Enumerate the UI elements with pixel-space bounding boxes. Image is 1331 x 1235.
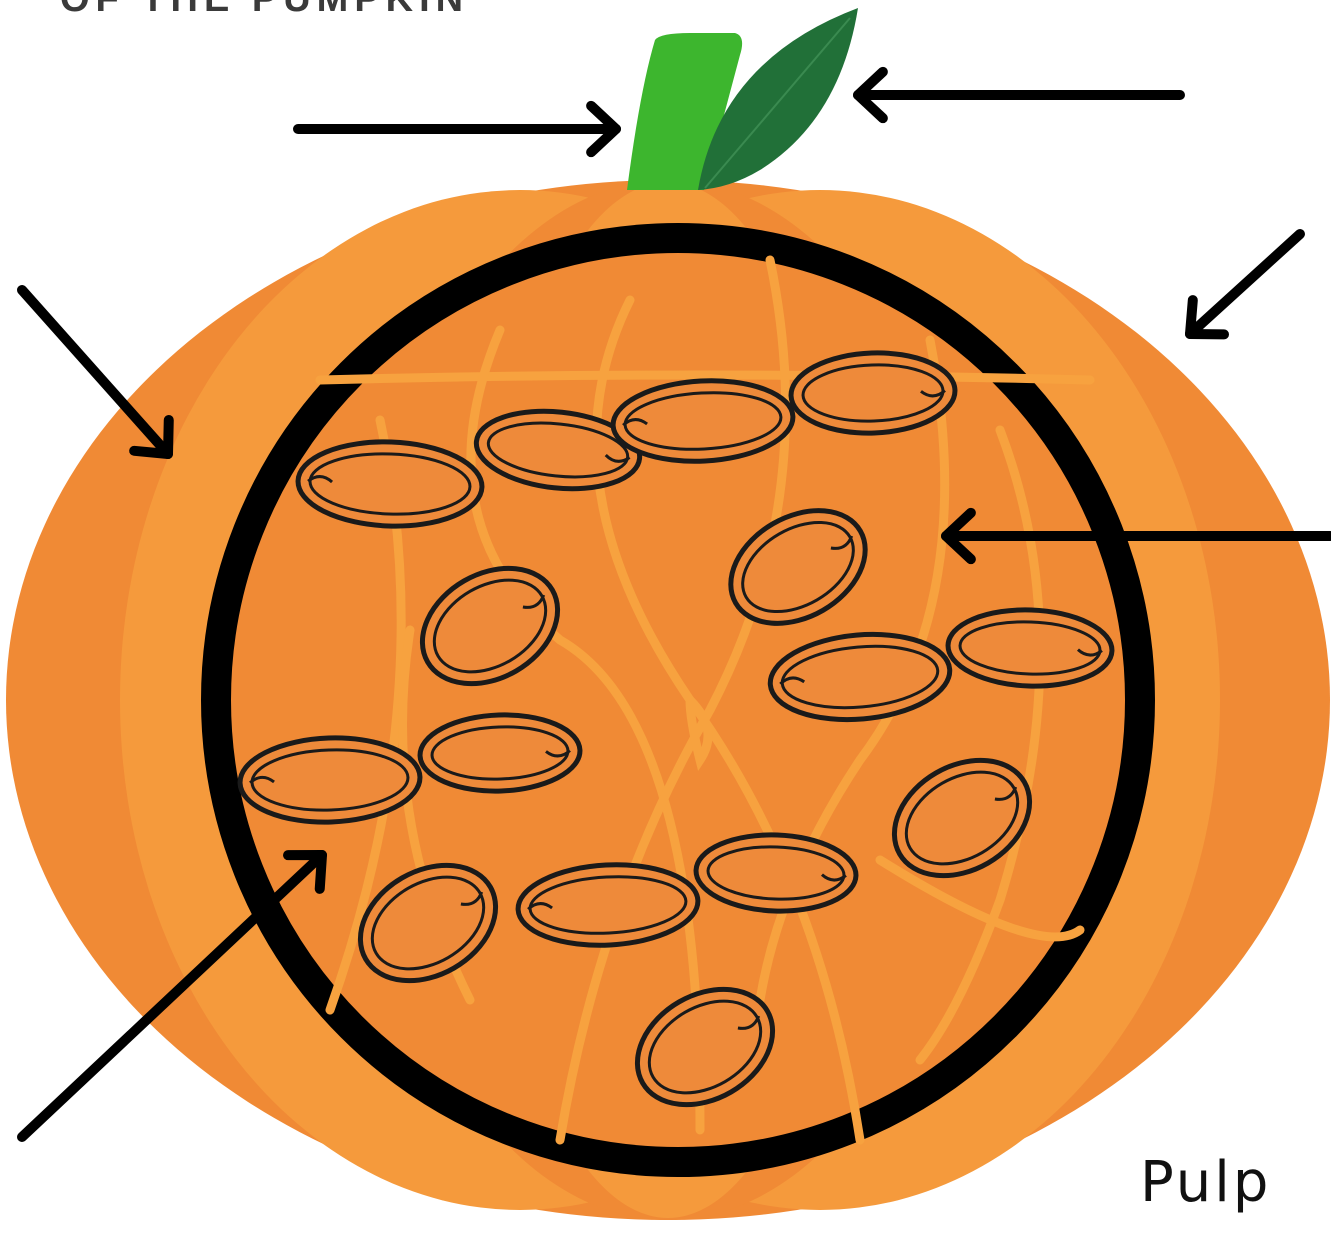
arrow-icon (22, 290, 169, 454)
diagram-title: OF THE PUMPKIN (60, 0, 469, 21)
arrow-icon (858, 72, 1180, 118)
label-pulp: Pulp (1140, 1150, 1271, 1215)
arrow-icon (1190, 234, 1300, 334)
arrow-icon (298, 106, 616, 152)
stem-and-leaf (627, 8, 858, 190)
